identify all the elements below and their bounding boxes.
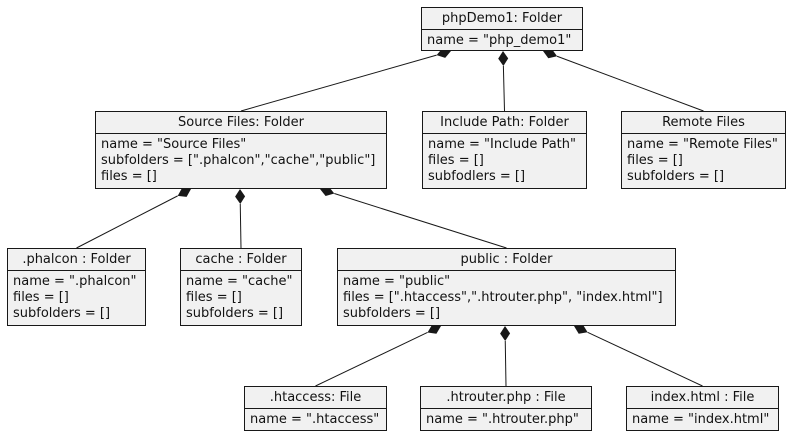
composition-edge (235, 189, 246, 249)
node-attribute: subfolders = [] (13, 306, 111, 321)
composition-diamond (543, 48, 558, 59)
node-attribute: name = ".phalcon" (13, 274, 137, 289)
composition-edge (240, 48, 451, 112)
node-title: Source Files: Folder (96, 112, 386, 134)
node-title: index.html : File (627, 387, 778, 409)
composition-line (76, 195, 178, 249)
public-folder-node: public : Folder name = "public" files = … (337, 248, 676, 326)
composition-diamond (500, 326, 511, 341)
node-attribute: files = [".htaccess",".htrouter.php", "i… (343, 290, 663, 305)
node-attributes: name = ".htrouter.php" (421, 409, 591, 430)
node-attribute: name = "Source Files" (101, 137, 247, 152)
include-path-folder-node: Include Path: Folder name = "Include Pat… (422, 111, 587, 189)
node-attributes: name = "Remote Files" files = [] subfold… (622, 134, 785, 187)
composition-diamond (427, 324, 441, 334)
htrouter-file-node: .htrouter.php : File name = ".htrouter.p… (420, 386, 592, 431)
composition-line (315, 332, 428, 387)
phalcon-folder-node: .phalcon : Folder name = ".phalcon" file… (7, 248, 146, 326)
node-attribute: name = ".htaccess" (250, 412, 380, 427)
node-title: .phalcon : Folder (8, 249, 145, 271)
cache-folder-node: cache : Folder name = "cache" files = []… (180, 248, 302, 326)
composition-line (502, 65, 505, 112)
node-attribute: name = "php_demo1" (427, 33, 572, 48)
htaccess-file-node: .htaccess: File name = ".htaccess" (244, 386, 387, 431)
node-title: cache : Folder (181, 249, 301, 271)
phpdemo1-folder-node: phpDemo1: Folder name = "php_demo1" (421, 7, 583, 51)
node-attribute: subfolders = [] (627, 169, 725, 184)
composition-edge (543, 48, 704, 112)
node-attributes: name = "index.html" (627, 409, 778, 430)
node-attributes: name = "php_demo1" (422, 30, 582, 51)
remote-files-node: Remote Files name = "Remote Files" files… (621, 111, 786, 189)
index-html-file-node: index.html : File name = "index.html" (626, 386, 779, 431)
node-attribute: subfodlers = [] (428, 169, 526, 184)
composition-line (240, 54, 437, 112)
node-attribute: name = "Remote Files" (627, 137, 778, 152)
composition-diamond (498, 51, 509, 66)
source-files-folder-node: Source Files: Folder name = "Source File… (95, 111, 387, 189)
node-attribute: files = [] (186, 290, 242, 305)
node-attribute: name = ".htrouter.php" (426, 412, 579, 427)
node-attribute: files = [] (428, 153, 484, 168)
node-attribute: subfolders = [] (186, 306, 284, 321)
node-attribute: name = "cache" (186, 274, 293, 289)
node-attributes: name = "cache" files = [] subfolders = [… (181, 271, 301, 324)
node-attribute: name = "index.html" (632, 412, 770, 427)
composition-diamond (574, 324, 588, 334)
composition-edge (500, 326, 511, 387)
node-attribute: files = [] (627, 153, 683, 168)
composition-edge (574, 324, 703, 387)
node-attribute: files = [] (13, 290, 69, 305)
node-attribute: subfolders = [".phalcon","cache","public… (101, 153, 376, 168)
node-attributes: name = "public" files = [".htaccess",".h… (338, 271, 675, 324)
node-title: .htaccess: File (245, 387, 386, 409)
node-attributes: name = ".htaccess" (245, 409, 386, 430)
node-attribute: files = [] (101, 169, 157, 184)
composition-edge (315, 324, 441, 387)
node-attributes: name = "Include Path" files = [] subfodl… (423, 134, 586, 187)
node-attributes: name = ".phalcon" files = [] subfolders … (8, 271, 145, 324)
composition-line (556, 55, 704, 112)
composition-diamond (235, 189, 246, 204)
node-title: Remote Files (622, 112, 785, 134)
node-title: phpDemo1: Folder (422, 8, 582, 30)
composition-edge (76, 188, 191, 249)
node-attribute: name = "public" (343, 274, 451, 289)
node-title: .htrouter.php : File (421, 387, 591, 409)
node-attribute: subfolders = [] (343, 306, 441, 321)
composition-edge (320, 186, 507, 249)
composition-edge (498, 51, 509, 112)
composition-line (504, 340, 507, 387)
composition-diamond (177, 188, 191, 197)
node-title: Include Path: Folder (423, 112, 586, 134)
composition-line (334, 193, 507, 249)
composition-line (587, 331, 703, 387)
node-attribute: name = "Include Path" (428, 137, 576, 152)
node-attributes: name = "Source Files" subfolders = [".ph… (96, 134, 386, 187)
node-title: public : Folder (338, 249, 675, 271)
composition-line (239, 203, 242, 249)
